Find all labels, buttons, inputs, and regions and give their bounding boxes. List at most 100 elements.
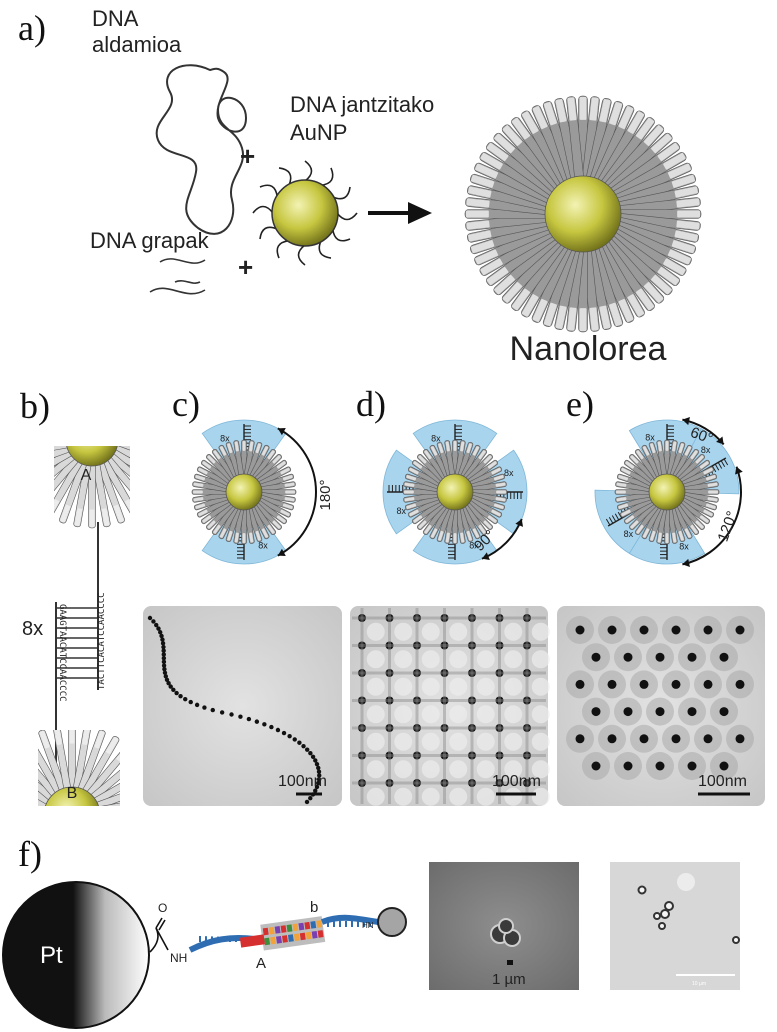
tem-particle	[358, 641, 366, 650]
tem-origami-halo	[504, 732, 523, 751]
tem-particle	[314, 761, 320, 767]
tem-origami-halo	[531, 732, 550, 751]
tem-particle	[413, 641, 421, 650]
flower-ray-tip	[636, 450, 644, 460]
flower-ray-tip	[674, 186, 698, 198]
base-pair	[299, 932, 306, 941]
flower-ray-tip	[0, 782, 6, 793]
tem-particle	[160, 641, 166, 646]
tem-origami-halo	[394, 787, 413, 806]
tem-particle	[655, 707, 665, 717]
flower-ray-tip	[695, 455, 704, 464]
flower-ray-tip	[219, 446, 227, 456]
base-pair	[281, 935, 288, 943]
tem-origami-halo	[394, 677, 413, 696]
base-pair	[293, 933, 300, 942]
flower-ray-tip	[242, 533, 246, 543]
flower-ray-tip	[703, 509, 713, 517]
flower-ray-tip	[267, 450, 275, 460]
flower-ray-tip	[0, 837, 6, 848]
flower-ray-tip	[105, 737, 119, 755]
tem-d-square-lattice	[352, 608, 550, 806]
dna-coated-aunp	[252, 160, 358, 266]
flower-ray-tip	[657, 142, 680, 162]
base-pair	[317, 930, 324, 938]
binding-patch-label: 8x	[397, 506, 407, 516]
tem-particle	[313, 788, 318, 793]
tem-particle	[468, 779, 476, 787]
tem-particle	[623, 761, 633, 771]
aunp-strand	[259, 184, 279, 198]
flower-ray-tip	[113, 357, 124, 375]
flower-ray-tip	[460, 441, 465, 452]
tem-particle	[575, 679, 585, 689]
flower-ray-tip	[213, 450, 221, 460]
tem-particle	[495, 669, 504, 677]
tem-particle	[358, 724, 366, 732]
label-dna-aunp-line1: DNA jantzitako	[290, 92, 434, 117]
flower-ray-tip	[671, 174, 696, 188]
flower-ray-tip	[470, 240, 495, 254]
flower-ray	[92, 353, 111, 423]
flower-ray-tip	[627, 111, 645, 134]
scale-label-f-right: 10 µm	[692, 981, 706, 987]
base-pair	[305, 931, 312, 940]
flower-ray-tip	[486, 142, 509, 162]
flower-ray-tip	[618, 106, 634, 130]
flower-ray-tip	[494, 274, 515, 295]
flower-ray-tip	[470, 174, 495, 188]
tem-origami-halo	[366, 787, 385, 806]
binding-tick	[614, 513, 620, 521]
flower-ray-tip	[491, 467, 501, 475]
scale-label-d: 100nm	[492, 773, 541, 790]
angle-label-e-small: 60°	[688, 424, 715, 448]
flower-ray-tip	[125, 363, 138, 381]
gold-core	[66, 446, 118, 467]
tem-particle	[607, 625, 617, 635]
flower-ray-tip	[665, 441, 669, 451]
base-pair	[286, 924, 293, 933]
flower-ray-tip	[219, 528, 227, 538]
tem-particle	[238, 714, 243, 719]
flower-ray-tip	[521, 294, 539, 317]
flower-ray-tip	[703, 467, 713, 475]
flower-ray-tip	[102, 354, 110, 372]
flower-ray-tip	[695, 520, 704, 529]
tem-particle	[287, 733, 292, 739]
label-dna-aunp-line2: AuNP	[290, 120, 347, 145]
tem-particle	[269, 724, 274, 730]
tem-particle	[178, 693, 183, 699]
flower-ray	[108, 407, 176, 437]
flower-ray-tip	[676, 220, 700, 230]
flower-ray	[89, 818, 158, 849]
nanoflower-large	[464, 95, 702, 333]
tem-particle	[719, 652, 729, 662]
tem-origami-halo	[504, 622, 523, 641]
label-dna-staples: DNA grapak	[90, 228, 210, 253]
tem-particle	[313, 758, 318, 763]
flower-ray-tip	[690, 524, 698, 534]
flower-ray-tip	[138, 837, 156, 848]
tem-image-c	[143, 606, 342, 806]
gold-core	[436, 473, 474, 511]
flower-ray-tip	[466, 443, 472, 454]
tem-origami-halo	[449, 705, 468, 724]
tem-origami-halo	[421, 677, 440, 696]
tem-origami-halo	[504, 677, 523, 696]
label-dna-scaffold-line1: DNA	[92, 6, 139, 31]
tem-particle	[591, 707, 601, 717]
flower-ray-tip	[483, 520, 492, 529]
tem-particle	[156, 626, 161, 631]
flower-ray-tip	[618, 475, 629, 481]
binding-patch-label: 8x	[220, 433, 230, 443]
tem-origami-halo	[476, 650, 495, 669]
flower-ray-tip	[404, 482, 415, 487]
flower-ray-tip	[207, 520, 216, 529]
flower-ray-tip	[521, 111, 539, 134]
binding-tick	[723, 458, 729, 466]
scale-bar-f-left	[507, 960, 513, 965]
flower-ray-tip	[125, 859, 142, 874]
tem-origami-halo	[449, 787, 468, 806]
label-dna-aunp: DNA jantzitako AuNP	[290, 92, 440, 145]
angle-label-e-large: 120°	[714, 509, 741, 544]
